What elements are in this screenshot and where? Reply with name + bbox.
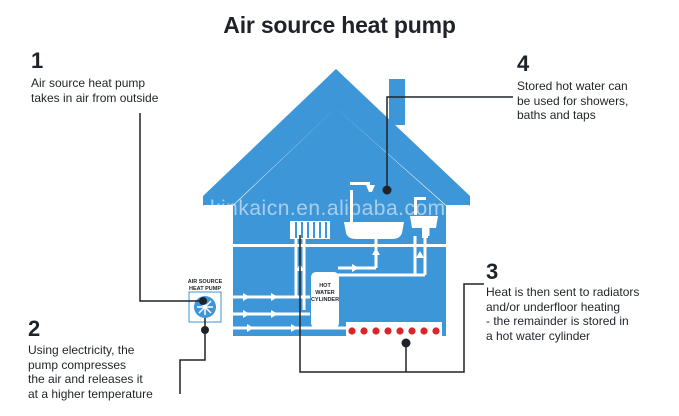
cylinder-label-line: HOT [319,283,331,289]
house-attic [233,108,446,206]
step-4-line: Stored hot water can [517,79,628,93]
step-1-number: 1 [31,48,44,73]
callout-2-line [179,318,206,394]
callout-3-line [299,235,484,373]
step-2-text: Using electricity, the pump compresses t… [28,343,153,401]
watermark: kinkaicn.en.alibaba.com [210,197,446,220]
step-2-line: pump compresses [28,357,127,372]
step-3-line: - the remainder is stored in [486,314,629,328]
arrow-icon [243,310,250,318]
step-4-line: be used for showers, [517,93,629,108]
arrow-icon [247,324,254,332]
pump-label-line: HEAT PUMP [189,286,221,292]
cylinder-label-line: CYLINDER [311,297,339,303]
diagram-title: Air source heat pump [223,12,456,38]
arrow-icon [243,293,250,301]
step-2-line: at a higher temperature [28,386,153,401]
step-2-line: Using electricity, the [28,343,135,357]
step-2-line: the air and releases it [28,372,143,386]
arrow-icon [372,248,380,255]
house [203,69,470,340]
step-3-line: and/or underfloor heating [486,299,621,314]
callout-4-line [386,96,513,188]
radiator [290,221,330,239]
house-gable [203,69,470,205]
step-4-line: baths and taps [517,108,596,122]
chimney [389,79,405,125]
cylinder-label-line: WATER [315,290,334,296]
step-3-number: 3 [486,259,499,284]
arrow-icon [352,264,359,272]
arrow-icon [291,324,298,332]
basin [410,197,438,238]
bath [344,182,404,239]
underfloor-strip [346,322,442,340]
arrow-icon [416,251,424,258]
callout-1-line [139,113,203,302]
step-4-text: Stored hot water can be used for showers… [517,79,628,123]
callout-dots [199,185,411,348]
step-2-number: 2 [28,316,41,341]
arrow-icon [271,310,278,318]
step-1-text: Air source heat pump takes in air from o… [31,76,158,105]
floor-divider [233,244,446,247]
hot-water-cylinder: HOT WATER CYLINDER [311,272,339,328]
pump-label-line: AIR SOURCE [188,279,223,285]
step-1-line: Air source heat pump [31,76,146,90]
step-1-line: takes in air from outside [31,90,159,105]
heat-pump-unit: AIR SOURCE HEAT PUMP [188,279,223,323]
step-3-line: Heat is then sent to radiators [486,285,640,299]
pipes [218,228,430,330]
arrow-icon [271,293,278,301]
step-3-line: a hot water cylinder [486,328,591,343]
step-4-number: 4 [517,51,530,76]
step-3-text: Heat is then sent to radiators and/or un… [486,285,639,343]
underfloor-heating [348,327,440,335]
